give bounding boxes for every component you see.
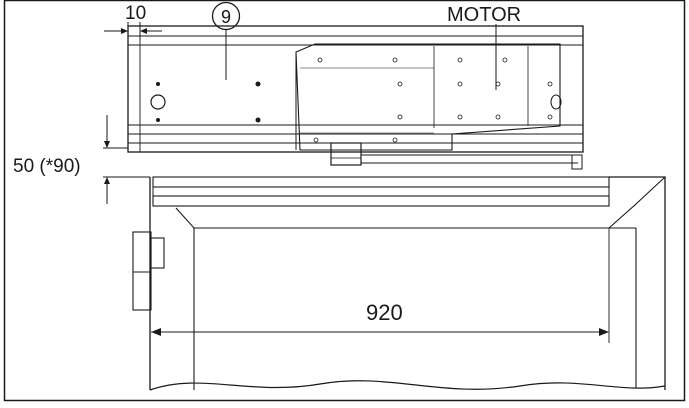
dimension-width: 920: [151, 300, 609, 336]
dimension-offset: 10: [104, 3, 162, 40]
page-border: [3, 0, 686, 402]
part-number-label: 9: [221, 7, 231, 27]
break-line: [149, 380, 666, 391]
dimension-offset-label: 10: [125, 3, 146, 24]
drive-bracket: [330, 142, 583, 170]
door-header: [149, 176, 666, 391]
closer-body: [127, 25, 584, 153]
motor-end-hole: [550, 94, 562, 110]
motor-unit: [295, 43, 562, 151]
motor-callout: MOTOR: [447, 4, 521, 90]
part-number-circle: [211, 1, 241, 31]
dimension-height-label: 50 (*90): [13, 156, 81, 177]
mounting-hole-large: [150, 94, 166, 110]
part-callout: 9: [211, 1, 241, 80]
dimension-width-label: 920: [366, 300, 403, 325]
hinge: [132, 231, 165, 311]
dimension-height: 50 (*90): [13, 115, 150, 204]
motor-label: MOTOR: [447, 4, 521, 26]
